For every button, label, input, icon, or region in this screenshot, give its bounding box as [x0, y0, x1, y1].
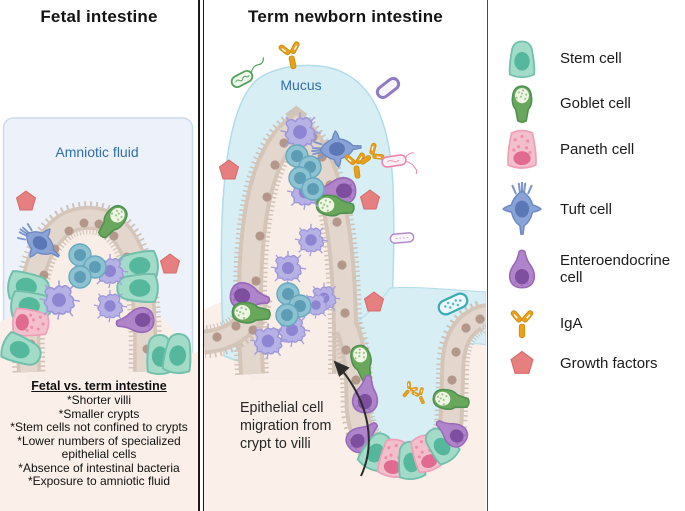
legend-label: Growth factors: [560, 354, 658, 372]
legend-label: Tuft cell: [560, 200, 612, 218]
note-line: *Smaller crypts: [58, 406, 140, 421]
cell-type-legend: Stem cell Goblet cell Paneth cell Tuft c…: [490, 0, 685, 511]
enteroendocrine-cell-icon: [508, 249, 536, 289]
migration-caption-line: Epithelial cell: [240, 400, 323, 416]
fetal-vs-term-notes: Fetal vs. term intestine *Shorter villi …: [0, 379, 198, 489]
stem-cell-icon: [508, 40, 536, 79]
legend-item-tuft-cell: Tuft cell: [494, 182, 682, 236]
paneth-cell-icon: [507, 129, 537, 169]
fetal-villus-illustration: Amniotic fluid: [0, 117, 198, 511]
lavender-bacterium-icon: [389, 231, 415, 245]
note-line: *Absence of intestinal bacteria: [18, 460, 180, 475]
legend-item-growth-factors: Growth factors: [494, 348, 682, 378]
round-blue-cell: [275, 303, 299, 327]
stem-cell: [116, 272, 159, 304]
purple-bacterium-icon: [373, 74, 403, 102]
note-line: *Lower numbers of specialized epithelial…: [17, 433, 181, 462]
round-blue-cell: [68, 265, 92, 289]
iga-antibody-icon: [509, 308, 535, 339]
note-line: *Stem cells not confined to crypts: [10, 420, 188, 435]
growth-factor-icon: [510, 350, 534, 374]
term-panel: Term newborn intestine: [203, 0, 488, 511]
mucus-label: Mucus: [280, 77, 321, 93]
fetal-panel-title: Fetal intestine: [40, 7, 158, 26]
tuft-cell-icon: [502, 182, 542, 236]
legend-label: Paneth cell: [560, 140, 635, 158]
migration-caption-line: migration from: [240, 418, 331, 434]
term-villus-illustration: Mucus Epithelial cell migration from cry…: [204, 39, 486, 511]
migration-caption-line: crypt to villi: [240, 436, 311, 452]
legend-label: Stem cell: [560, 49, 622, 67]
term-panel-title: Term newborn intestine: [248, 7, 443, 26]
legend-item-goblet-cell: Goblet cell: [494, 84, 682, 123]
legend-label: Goblet cell: [560, 94, 631, 112]
fetal-panel: Fetal intestine: [0, 0, 200, 511]
amniotic-fluid-label: Amniotic fluid: [55, 144, 138, 160]
legend-label: Enteroendocrine cell: [560, 252, 671, 286]
legend-item-iga: IgA: [494, 306, 682, 340]
legend-item-paneth-cell: Paneth cell: [494, 128, 682, 170]
goblet-cell-icon: [511, 85, 533, 123]
note-line: *Shorter villi: [66, 393, 132, 407]
notes-title: Fetal vs. term intestine: [31, 379, 167, 393]
legend-label: IgA: [560, 314, 583, 332]
legend-item-stem-cell: Stem cell: [494, 40, 682, 79]
legend-item-enteroendocrine-cell: Enteroendocrine cell: [494, 248, 682, 290]
migration-caption: Epithelial cell migration from crypt to …: [240, 400, 331, 452]
migration-arrow: [333, 360, 370, 477]
round-blue-cell: [301, 177, 325, 201]
note-line: *Exposure to amniotic fluid: [27, 474, 171, 489]
